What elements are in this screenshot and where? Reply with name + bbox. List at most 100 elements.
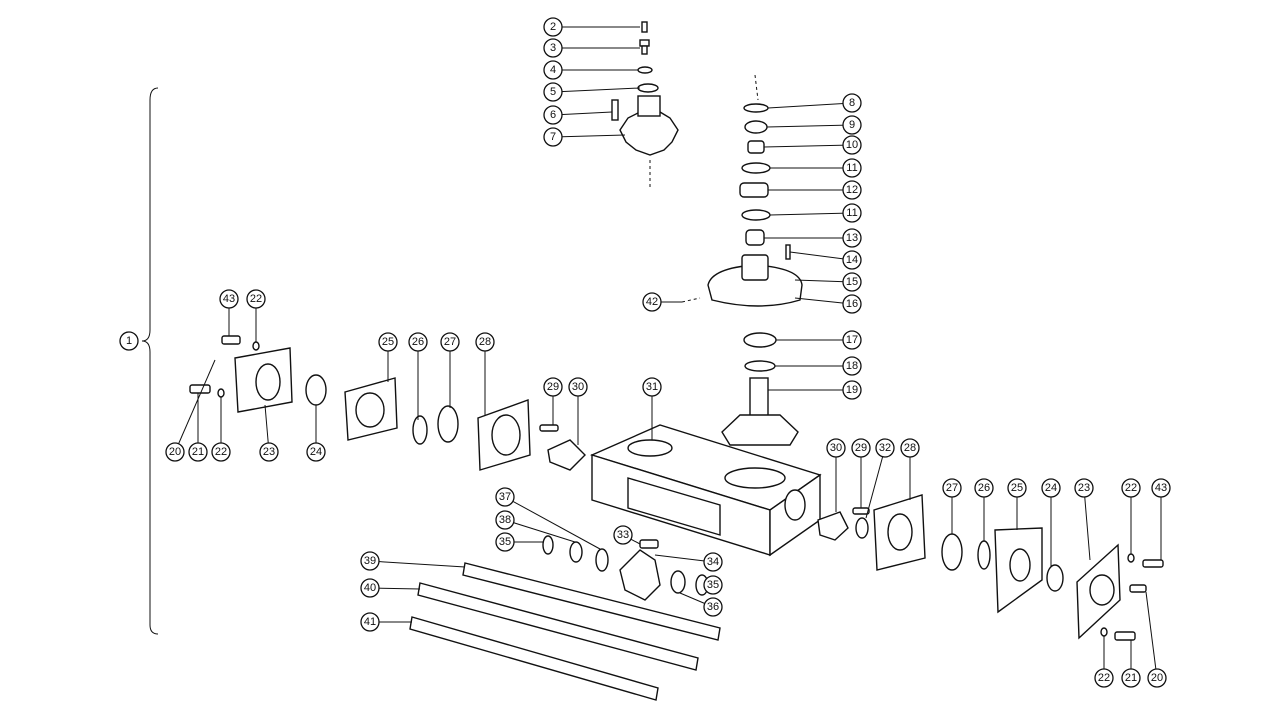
callout-circle [1041, 478, 1061, 498]
part-callout-22[interactable]: 22 [246, 289, 266, 309]
callout-number: 5 [550, 86, 556, 98]
part-callout-6[interactable]: 6 [543, 105, 563, 125]
callout-circle [842, 294, 862, 314]
callout-number: 16 [846, 298, 858, 310]
left-cover-parts [189, 335, 586, 471]
part-callout-24[interactable]: 24 [306, 442, 326, 462]
callout-number: 30 [572, 381, 584, 393]
part-callout-27[interactable]: 27 [440, 332, 460, 352]
part-callout-20[interactable]: 20 [165, 442, 185, 462]
callout-circle [1121, 668, 1141, 688]
callout-circle [543, 38, 563, 58]
part-callout-18[interactable]: 18 [842, 356, 862, 376]
part-callout-22[interactable]: 22 [211, 442, 231, 462]
part-callout-13[interactable]: 13 [842, 228, 862, 248]
callout-number: 6 [550, 109, 556, 121]
part-callout-16[interactable]: 16 [842, 294, 862, 314]
callout-circle [1151, 478, 1171, 498]
part-callout-22[interactable]: 22 [1121, 478, 1141, 498]
part-callout-27[interactable]: 27 [942, 478, 962, 498]
part-callout-20[interactable]: 20 [1147, 668, 1167, 688]
part-callout-37[interactable]: 37 [495, 487, 515, 507]
callout-circle [1121, 478, 1141, 498]
leader-line [767, 102, 853, 109]
part-callout-4[interactable]: 4 [543, 60, 563, 80]
callout-circle [842, 380, 862, 400]
part-callout-5[interactable]: 5 [543, 82, 563, 102]
part-callout-3[interactable]: 3 [543, 38, 563, 58]
assembly-callout[interactable]: 1 [119, 331, 139, 351]
part-callout-42[interactable]: 42 [642, 292, 662, 312]
part-callout-25[interactable]: 25 [1007, 478, 1027, 498]
part-callout-17[interactable]: 17 [842, 330, 862, 350]
part-callout-40[interactable]: 40 [360, 578, 380, 598]
part-callout-26[interactable]: 26 [974, 478, 994, 498]
part-callout-7[interactable]: 7 [543, 127, 563, 147]
callout-circle [842, 93, 862, 113]
part-callout-2[interactable]: 2 [543, 17, 563, 37]
part-callout-15[interactable]: 15 [842, 272, 862, 292]
gearbox-housing [590, 424, 822, 557]
part-callout-43[interactable]: 43 [219, 289, 239, 309]
part-callout-29[interactable]: 29 [543, 377, 563, 397]
part-callout-31[interactable]: 31 [642, 377, 662, 397]
part-callout-28[interactable]: 28 [475, 332, 495, 352]
part-callout-23[interactable]: 23 [259, 442, 279, 462]
part-callout-10[interactable]: 10 [842, 135, 862, 155]
part-callout-22[interactable]: 22 [1094, 668, 1114, 688]
part-callout-11[interactable]: 11 [842, 158, 862, 178]
part-callout-34[interactable]: 34 [703, 552, 723, 572]
callout-number: 36 [707, 601, 719, 613]
leader-line [504, 519, 576, 543]
part-callout-23[interactable]: 23 [1074, 478, 1094, 498]
callout-circle [703, 575, 723, 595]
callout-number: 20 [169, 446, 181, 458]
callout-number: 42 [646, 296, 658, 308]
leader-line [769, 212, 853, 216]
part-callout-25[interactable]: 25 [378, 332, 398, 352]
part-callout-33[interactable]: 33 [613, 525, 633, 545]
part-callout-28[interactable]: 28 [900, 438, 920, 458]
part-callout-38[interactable]: 38 [495, 510, 515, 530]
callout-circle [188, 442, 208, 462]
part-callout-14[interactable]: 14 [842, 250, 862, 270]
part-callout-11[interactable]: 11 [842, 203, 862, 223]
callout-number: 25 [382, 336, 394, 348]
leader-line [552, 111, 613, 116]
callout-number: 39 [364, 555, 376, 567]
callout-number: 32 [879, 442, 891, 454]
part-callout-26[interactable]: 26 [408, 332, 428, 352]
part-callout-21[interactable]: 21 [188, 442, 208, 462]
callout-number: 4 [550, 64, 556, 76]
part-callout-8[interactable]: 8 [842, 93, 862, 113]
callout-circle [942, 478, 962, 498]
part-callout-35[interactable]: 35 [495, 532, 515, 552]
leader-line [766, 124, 853, 128]
part-callout-21[interactable]: 21 [1121, 668, 1141, 688]
callout-circle [543, 105, 563, 125]
callout-number: 19 [846, 384, 858, 396]
callout-number: 26 [412, 336, 424, 348]
callout-number: 28 [479, 336, 491, 348]
part-callout-39[interactable]: 39 [360, 551, 380, 571]
part-callout-30[interactable]: 30 [826, 438, 846, 458]
callout-circle [1074, 478, 1094, 498]
part-callout-41[interactable]: 41 [360, 612, 380, 632]
part-callout-9[interactable]: 9 [842, 115, 862, 135]
part-callout-29[interactable]: 29 [851, 438, 871, 458]
part-callout-43[interactable]: 43 [1151, 478, 1171, 498]
callout-circle [165, 442, 185, 462]
part-callout-30[interactable]: 30 [568, 377, 588, 397]
callout-circle [842, 330, 862, 350]
part-callout-32[interactable]: 32 [875, 438, 895, 458]
callout-number: 23 [263, 446, 275, 458]
callout-number: 8 [849, 97, 855, 109]
callout-circle [219, 289, 239, 309]
part-callout-12[interactable]: 12 [842, 180, 862, 200]
part-callout-35[interactable]: 35 [703, 575, 723, 595]
leader-line [504, 496, 601, 550]
part-callout-19[interactable]: 19 [842, 380, 862, 400]
part-callout-36[interactable]: 36 [703, 597, 723, 617]
part-callout-24[interactable]: 24 [1041, 478, 1061, 498]
